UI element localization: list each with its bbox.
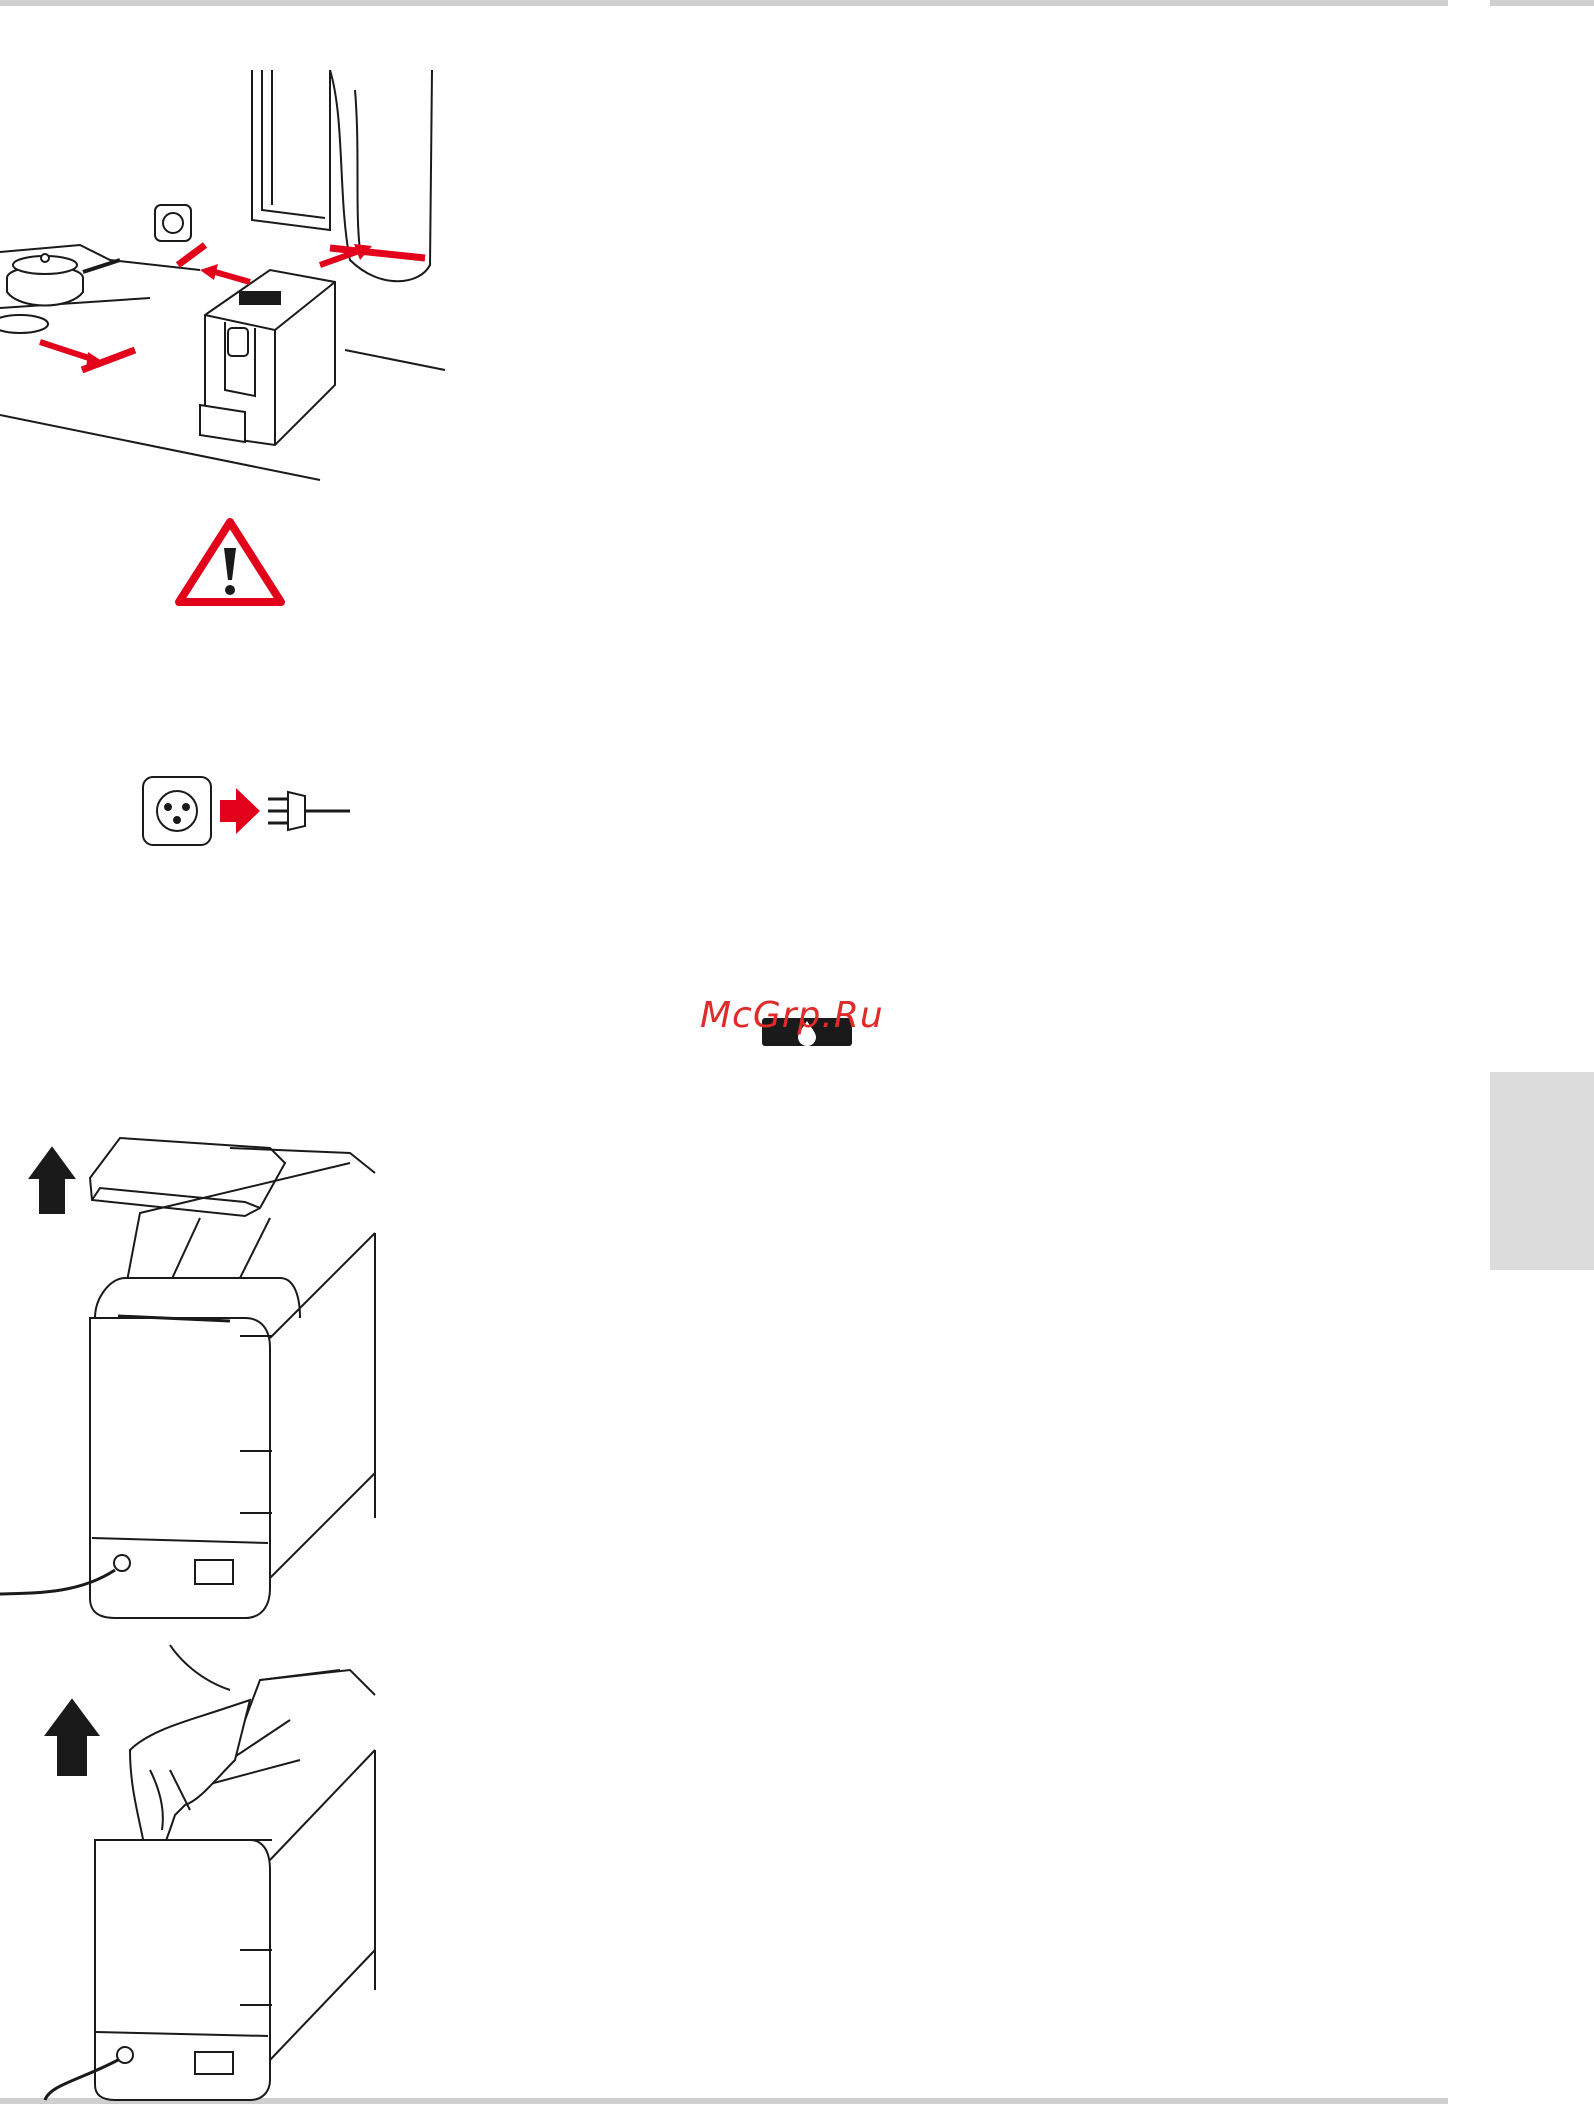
header-rule-right: [1490, 0, 1594, 6]
watermark-text: McGrp.Ru: [700, 995, 884, 1036]
section-tab: [1490, 1072, 1594, 1270]
coffee-machine-placement-illustration: [0, 60, 460, 500]
watermark: McGrp.Ru: [700, 995, 910, 1043]
header-rule: [0, 0, 1448, 6]
warning-triangle-icon: [175, 518, 285, 608]
socket-plug-icon: [140, 774, 360, 848]
water-tank-lid-removal-illustration: [0, 1118, 380, 1608]
water-tank-removal-illustration: [0, 1640, 380, 2100]
